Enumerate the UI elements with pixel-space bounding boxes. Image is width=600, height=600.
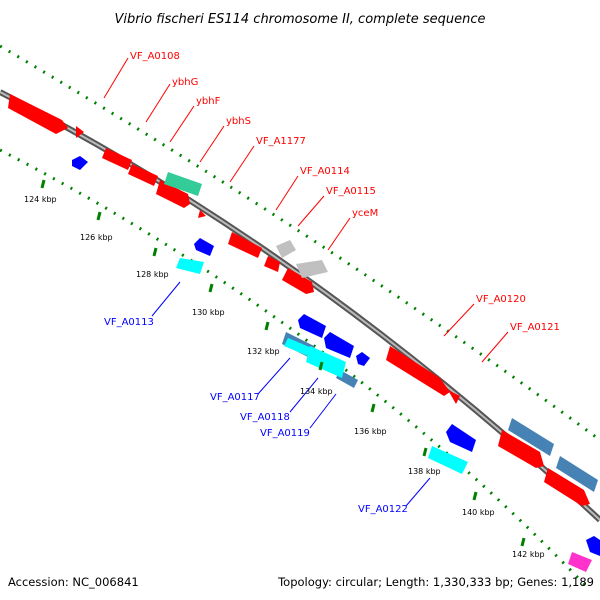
reverse-tick-ring bbox=[0, 148, 587, 587]
genome-summary-text: Topology: circular; Length: 1,330,333 bp… bbox=[277, 575, 594, 589]
tick-label: 140 kbp bbox=[462, 508, 495, 517]
gene-label[interactable]: VF_A0119 bbox=[260, 428, 310, 439]
forward-genes bbox=[8, 94, 590, 506]
gene-label[interactable]: VF_A1177 bbox=[256, 136, 306, 147]
gene-label[interactable]: VF_A0120 bbox=[476, 294, 526, 305]
gene-label[interactable]: VF_A0118 bbox=[240, 412, 290, 423]
forward-tick-ring bbox=[0, 44, 600, 442]
reverse-gene-labels: VF_A0113 VF_A0117 VF_A0118 VF_A0119 VF_A… bbox=[104, 317, 408, 515]
tick-label: 142 kbp bbox=[512, 550, 545, 559]
forward-gene-labels: VF_A0108 ybhG ybhF ybhS VF_A1177 VF_A011… bbox=[130, 51, 560, 333]
gene-label[interactable]: ybhG bbox=[172, 77, 198, 88]
gene-label[interactable]: VF_A0113 bbox=[104, 317, 154, 328]
reverse-label-lines bbox=[151, 281, 431, 507]
gene-label[interactable]: yceM bbox=[352, 208, 378, 219]
tick-label: 138 kbp bbox=[408, 467, 441, 476]
tick-label: 134 kbp bbox=[300, 387, 333, 396]
gene-label[interactable]: VF_A0115 bbox=[326, 186, 376, 197]
forward-label-lines bbox=[103, 57, 509, 363]
tick-label: 124 kbp bbox=[24, 195, 57, 204]
pseudo-genes bbox=[276, 240, 328, 278]
gene-label[interactable]: VF_A0114 bbox=[300, 166, 350, 177]
tick-label: 132 kbp bbox=[247, 347, 280, 356]
gene-label[interactable]: VF_A0117 bbox=[210, 392, 260, 403]
tick-marks bbox=[40, 179, 526, 547]
other-gene bbox=[164, 172, 202, 196]
gene-label[interactable]: VF_A0122 bbox=[358, 504, 408, 515]
chromosome-backbone bbox=[0, 89, 600, 523]
tick-label: 130 kbp bbox=[192, 308, 225, 317]
gene-label[interactable]: ybhS bbox=[226, 116, 251, 127]
map-title: Vibrio fischeri ES114 chromosome II, com… bbox=[114, 12, 485, 27]
reverse-genes bbox=[72, 156, 600, 572]
gene-label[interactable]: VF_A0108 bbox=[130, 51, 180, 62]
tick-label: 128 kbp bbox=[136, 270, 169, 279]
tick-label: 126 kbp bbox=[80, 233, 113, 242]
feature-genes bbox=[282, 332, 598, 492]
chromosome-backbone-highlight bbox=[0, 91, 600, 521]
gene-label[interactable]: ybhF bbox=[196, 96, 221, 107]
tick-label: 136 kbp bbox=[354, 427, 387, 436]
accession-text: Accession: NC_006841 bbox=[8, 575, 139, 589]
gene-label[interactable]: VF_A0121 bbox=[510, 322, 560, 333]
tick-labels: 124 kbp 126 kbp 128 kbp 130 kbp 132 kbp … bbox=[24, 195, 545, 559]
